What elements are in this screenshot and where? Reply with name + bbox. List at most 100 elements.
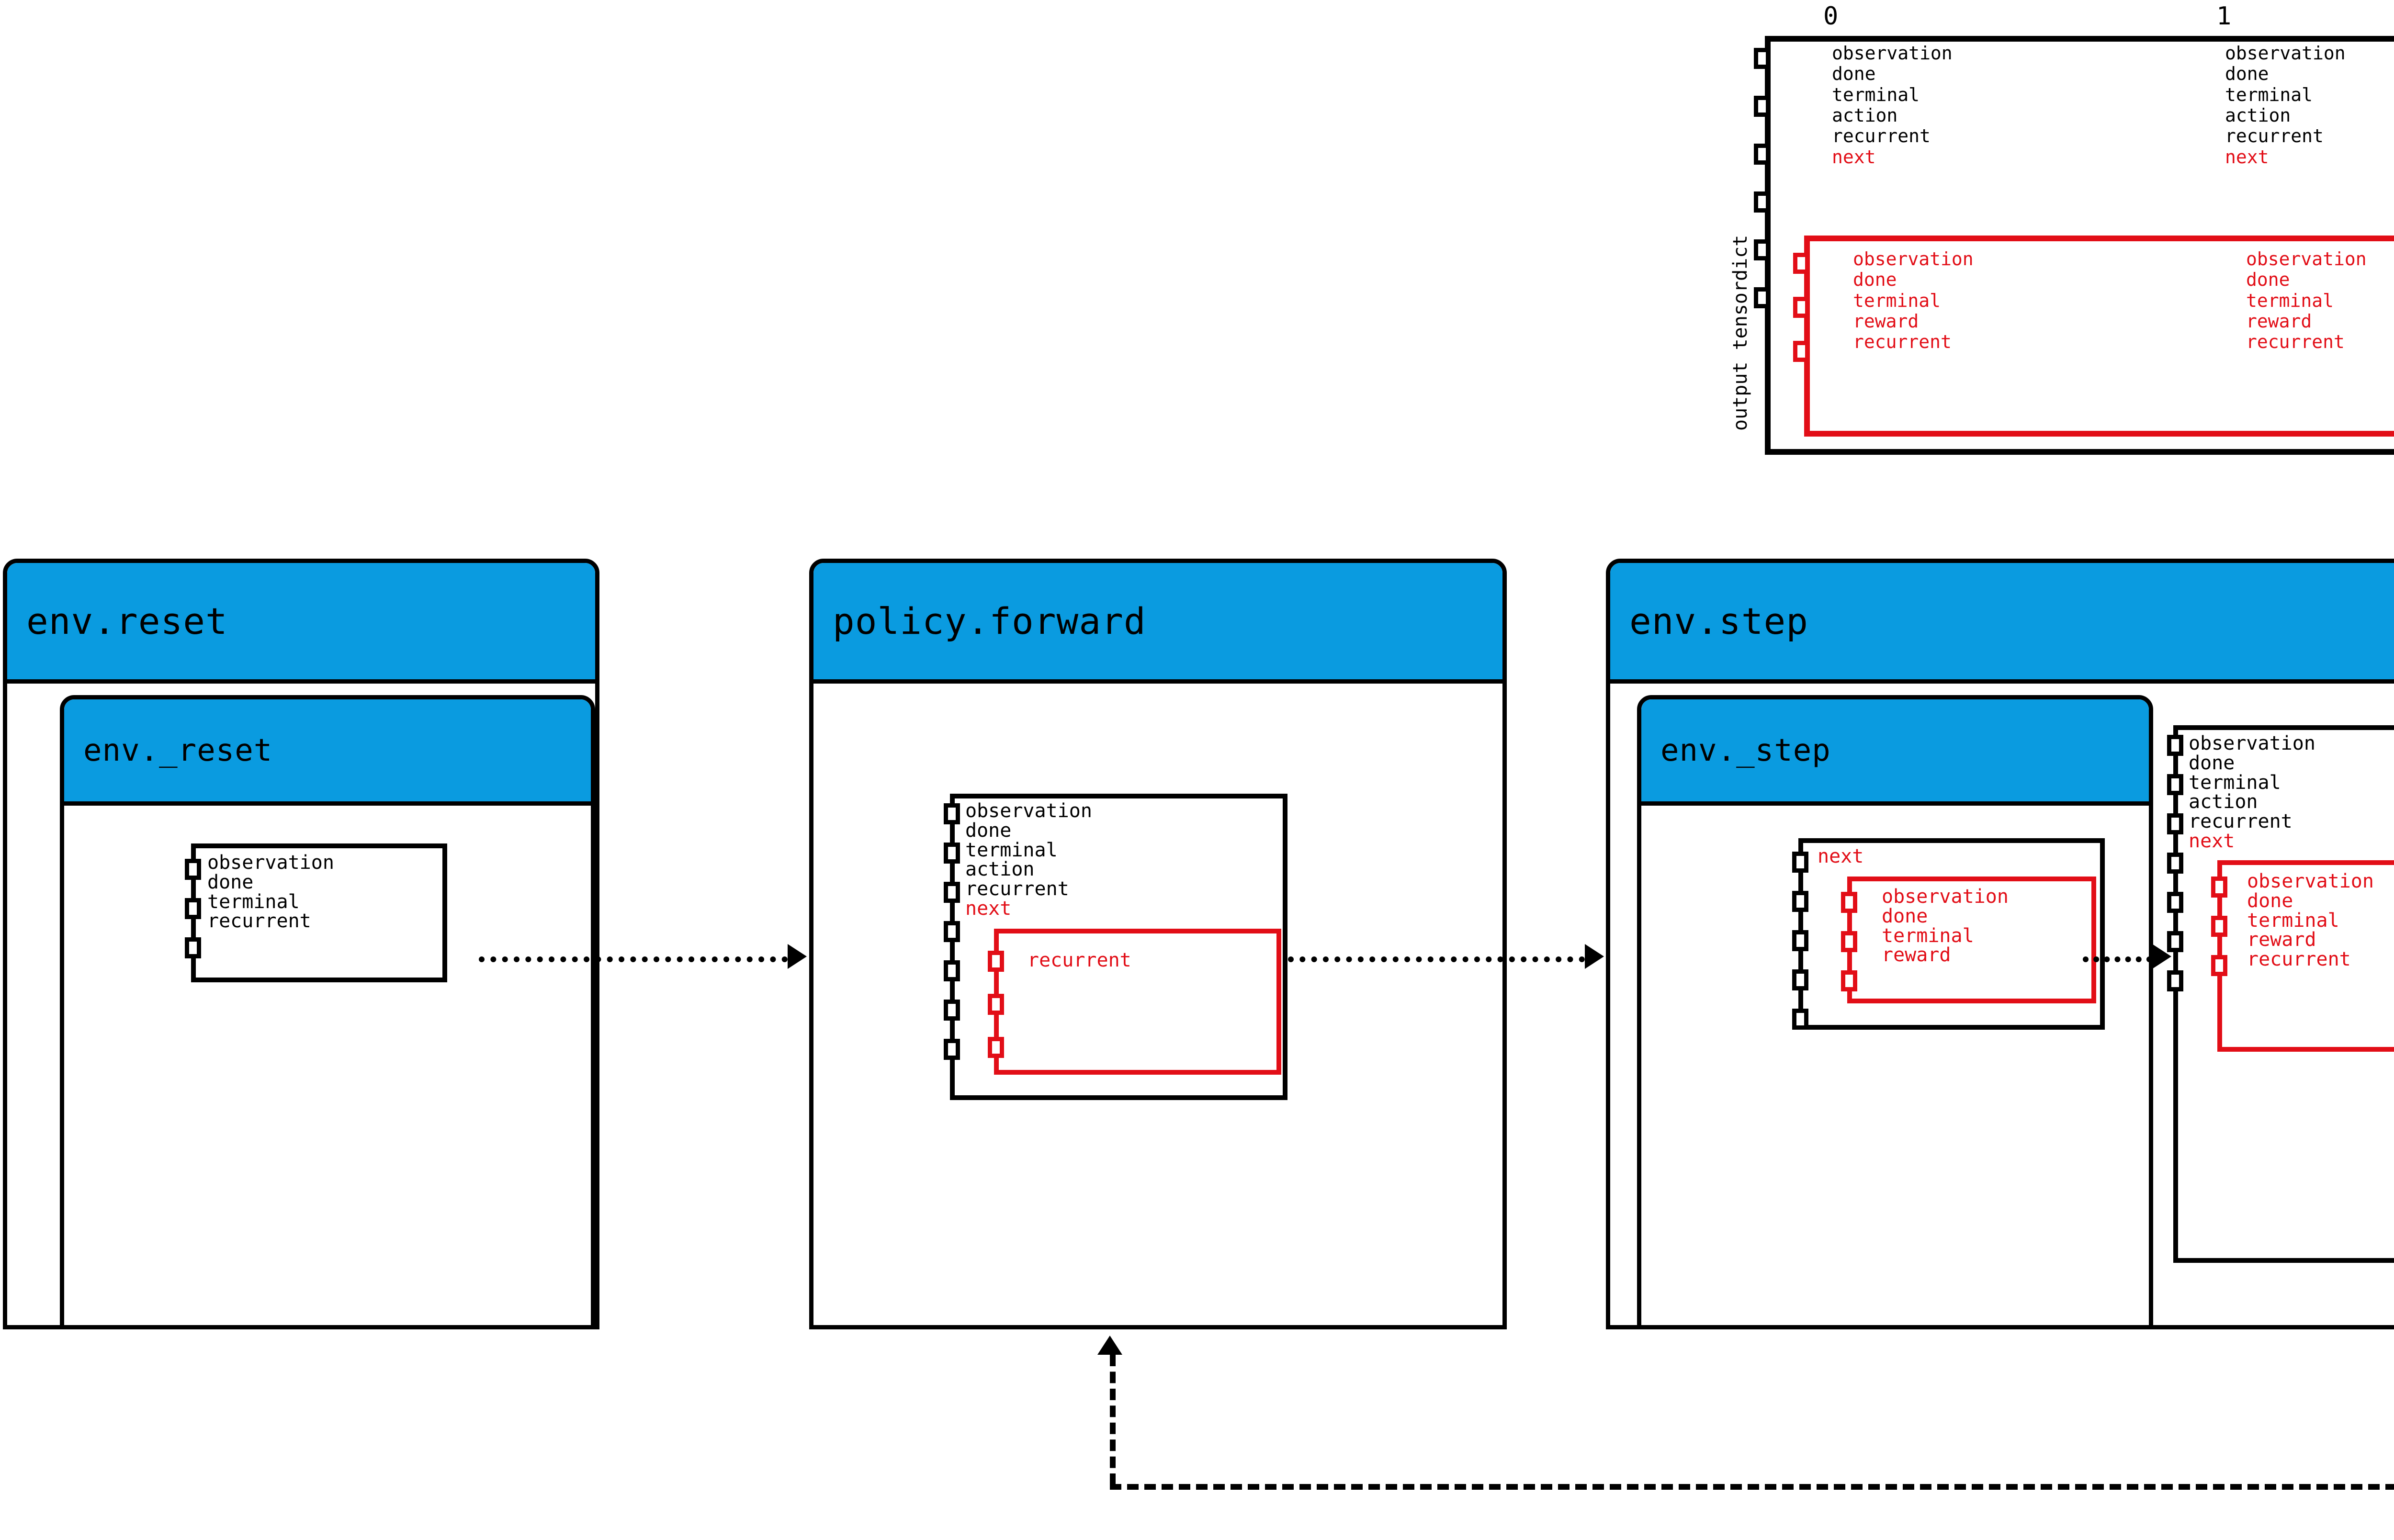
next-tensordict-tab [1841,892,1857,913]
next-key-label: terminal [2246,290,2334,311]
key-label: action [2225,104,2291,126]
key-label: observation [1832,43,1953,64]
block-env-_reset-body: observation done terminal recurrent [64,806,591,1325]
key-label: action [2189,791,2258,813]
tensordict-tab [2167,774,2183,795]
key-label: done [207,871,254,893]
block-subtitle: env._reset [83,732,273,768]
key-label: terminal [207,890,300,913]
next-key-label: next [1832,146,1876,168]
next-subtensordict-box-env-step-inner: observation done terminal reward [1841,877,2096,1003]
tensordict-tab [185,859,201,880]
tensordict-tab [1754,191,1770,213]
tensordict-tab [2167,813,2183,834]
output-tensordict-axis-label: output tensordict [1729,235,1751,431]
tensordict-tab [1792,930,1808,951]
tensordict-tab [1754,144,1770,165]
next-tensordict-tab [988,994,1004,1015]
next-key-label: reward [1882,944,1951,967]
key-label: observation [965,800,1092,822]
block-policy-forward-header: policy.forward [813,563,1502,684]
feedback-loop-arrowhead [1097,1336,1122,1355]
next-key-label: recurrent [1028,949,1131,971]
tensordict-tab [185,898,201,919]
output-tensordict-box [1765,36,2394,455]
next-key-label: recurrent [1853,331,1952,353]
next-key-label: terminal [1882,924,1974,947]
connector-arrowhead [1585,944,1604,969]
next-key-label: terminal [2247,909,2339,932]
next-key-label: done [2246,269,2290,291]
next-tensordict-tab [1841,931,1857,952]
tensordict-tab [1754,239,1770,260]
tensordict-box-env-step-outer: observation done terminal action recurre… [2167,725,2394,1263]
tensordict-keys: observation done terminal recurrent [196,848,442,936]
tensordict-tab [1754,48,1770,69]
next-key-label: observation [1882,886,2009,908]
key-label: terminal [965,839,1058,861]
output-column-1: observation done terminal action recurre… [2225,43,2346,168]
next-key-label: observation [1853,248,1974,270]
tensordict-box-env-step-inner: next observation done terminal [1792,838,2105,1030]
tensordict-tab [1792,1009,1808,1030]
next-tensordict-tab [988,951,1004,972]
block-title: policy.forward [833,599,1146,642]
next-key-label: recurrent [2247,948,2351,971]
block-env-_step-header: env._step [1641,699,2149,806]
next-tensordict-keys: observation done terminal reward [1852,881,2091,970]
feedback-loop-up [1110,1355,1116,1485]
tensordict-tab [2167,735,2183,756]
block-title: env.step [1629,599,1809,642]
next-key-label: next [2189,830,2235,852]
key-label: recurrent [2225,125,2324,147]
key-label: terminal [1832,84,1920,105]
next-key-label: observation [2246,248,2367,270]
tensordict-keys: observation done terminal action recurre… [2178,730,2394,856]
key-label: action [1832,104,1898,126]
key-label: done [965,819,1012,842]
block-env-reset-body: env._reset observation done terminal rec… [7,684,595,1325]
next-key-label: next [1818,845,1864,867]
block-env-_step[interactable]: env._step next observ [1637,695,2153,1325]
block-env-step[interactable]: env.step env._step next [1606,559,2394,1329]
next-tensordict-tab [1793,341,1809,362]
next-tensordict-tab [2211,955,2227,976]
tensordict-tab [944,1039,960,1060]
block-env-reset[interactable]: env.reset env._reset observation done te… [3,559,599,1329]
next-tensordict-tab [2211,877,2227,898]
key-label: done [2189,752,2235,774]
tensordict-tab [1792,852,1808,873]
block-env-_step-body: next observation done terminal [1641,806,2149,1325]
next-key-label: terminal [1853,290,1941,311]
tensordict-tab [944,1000,960,1021]
key-label: terminal [2225,84,2313,105]
output-column-1-next: observation done terminal reward recurre… [2246,248,2367,353]
tensordict-keys: observation done terminal action recurre… [955,798,1283,923]
next-key-label: recurrent [2246,331,2345,353]
key-label: done [1832,63,1876,85]
connector-reset-to-policy [479,956,788,962]
tensordict-tab [185,937,201,958]
next-tensordict-keys: recurrent [999,933,1276,975]
block-subtitle: env._step [1660,732,1831,768]
next-key-label: done [1882,905,1928,927]
next-key-label: reward [1853,310,1919,332]
tensordict-tab [944,882,960,903]
output-next-subtensordict-box [1804,236,2394,437]
output-column-0: observation done terminal action recurre… [1832,43,1953,168]
key-label: terminal [2189,771,2281,794]
tensordict-tab [944,960,960,981]
next-tensordict-tab [1793,253,1809,274]
block-env-_reset[interactable]: env._reset observation done terminal rec… [60,695,595,1325]
key-label: recurrent [1832,125,1931,147]
key-label: observation [2189,732,2315,754]
column-header-1: 1 [2216,2,2232,31]
block-env-_reset-header: env._reset [64,699,591,806]
connector-arrowhead [788,944,807,969]
tensordict-tab [2167,970,2183,991]
block-policy-forward[interactable]: policy.forward observation done terminal… [809,559,1507,1329]
connector-policy-to-step [1288,956,1585,962]
next-tensordict-tab [1841,970,1857,991]
key-label: recurrent [965,878,1069,900]
block-env-step-header: env.step [1610,563,2394,684]
